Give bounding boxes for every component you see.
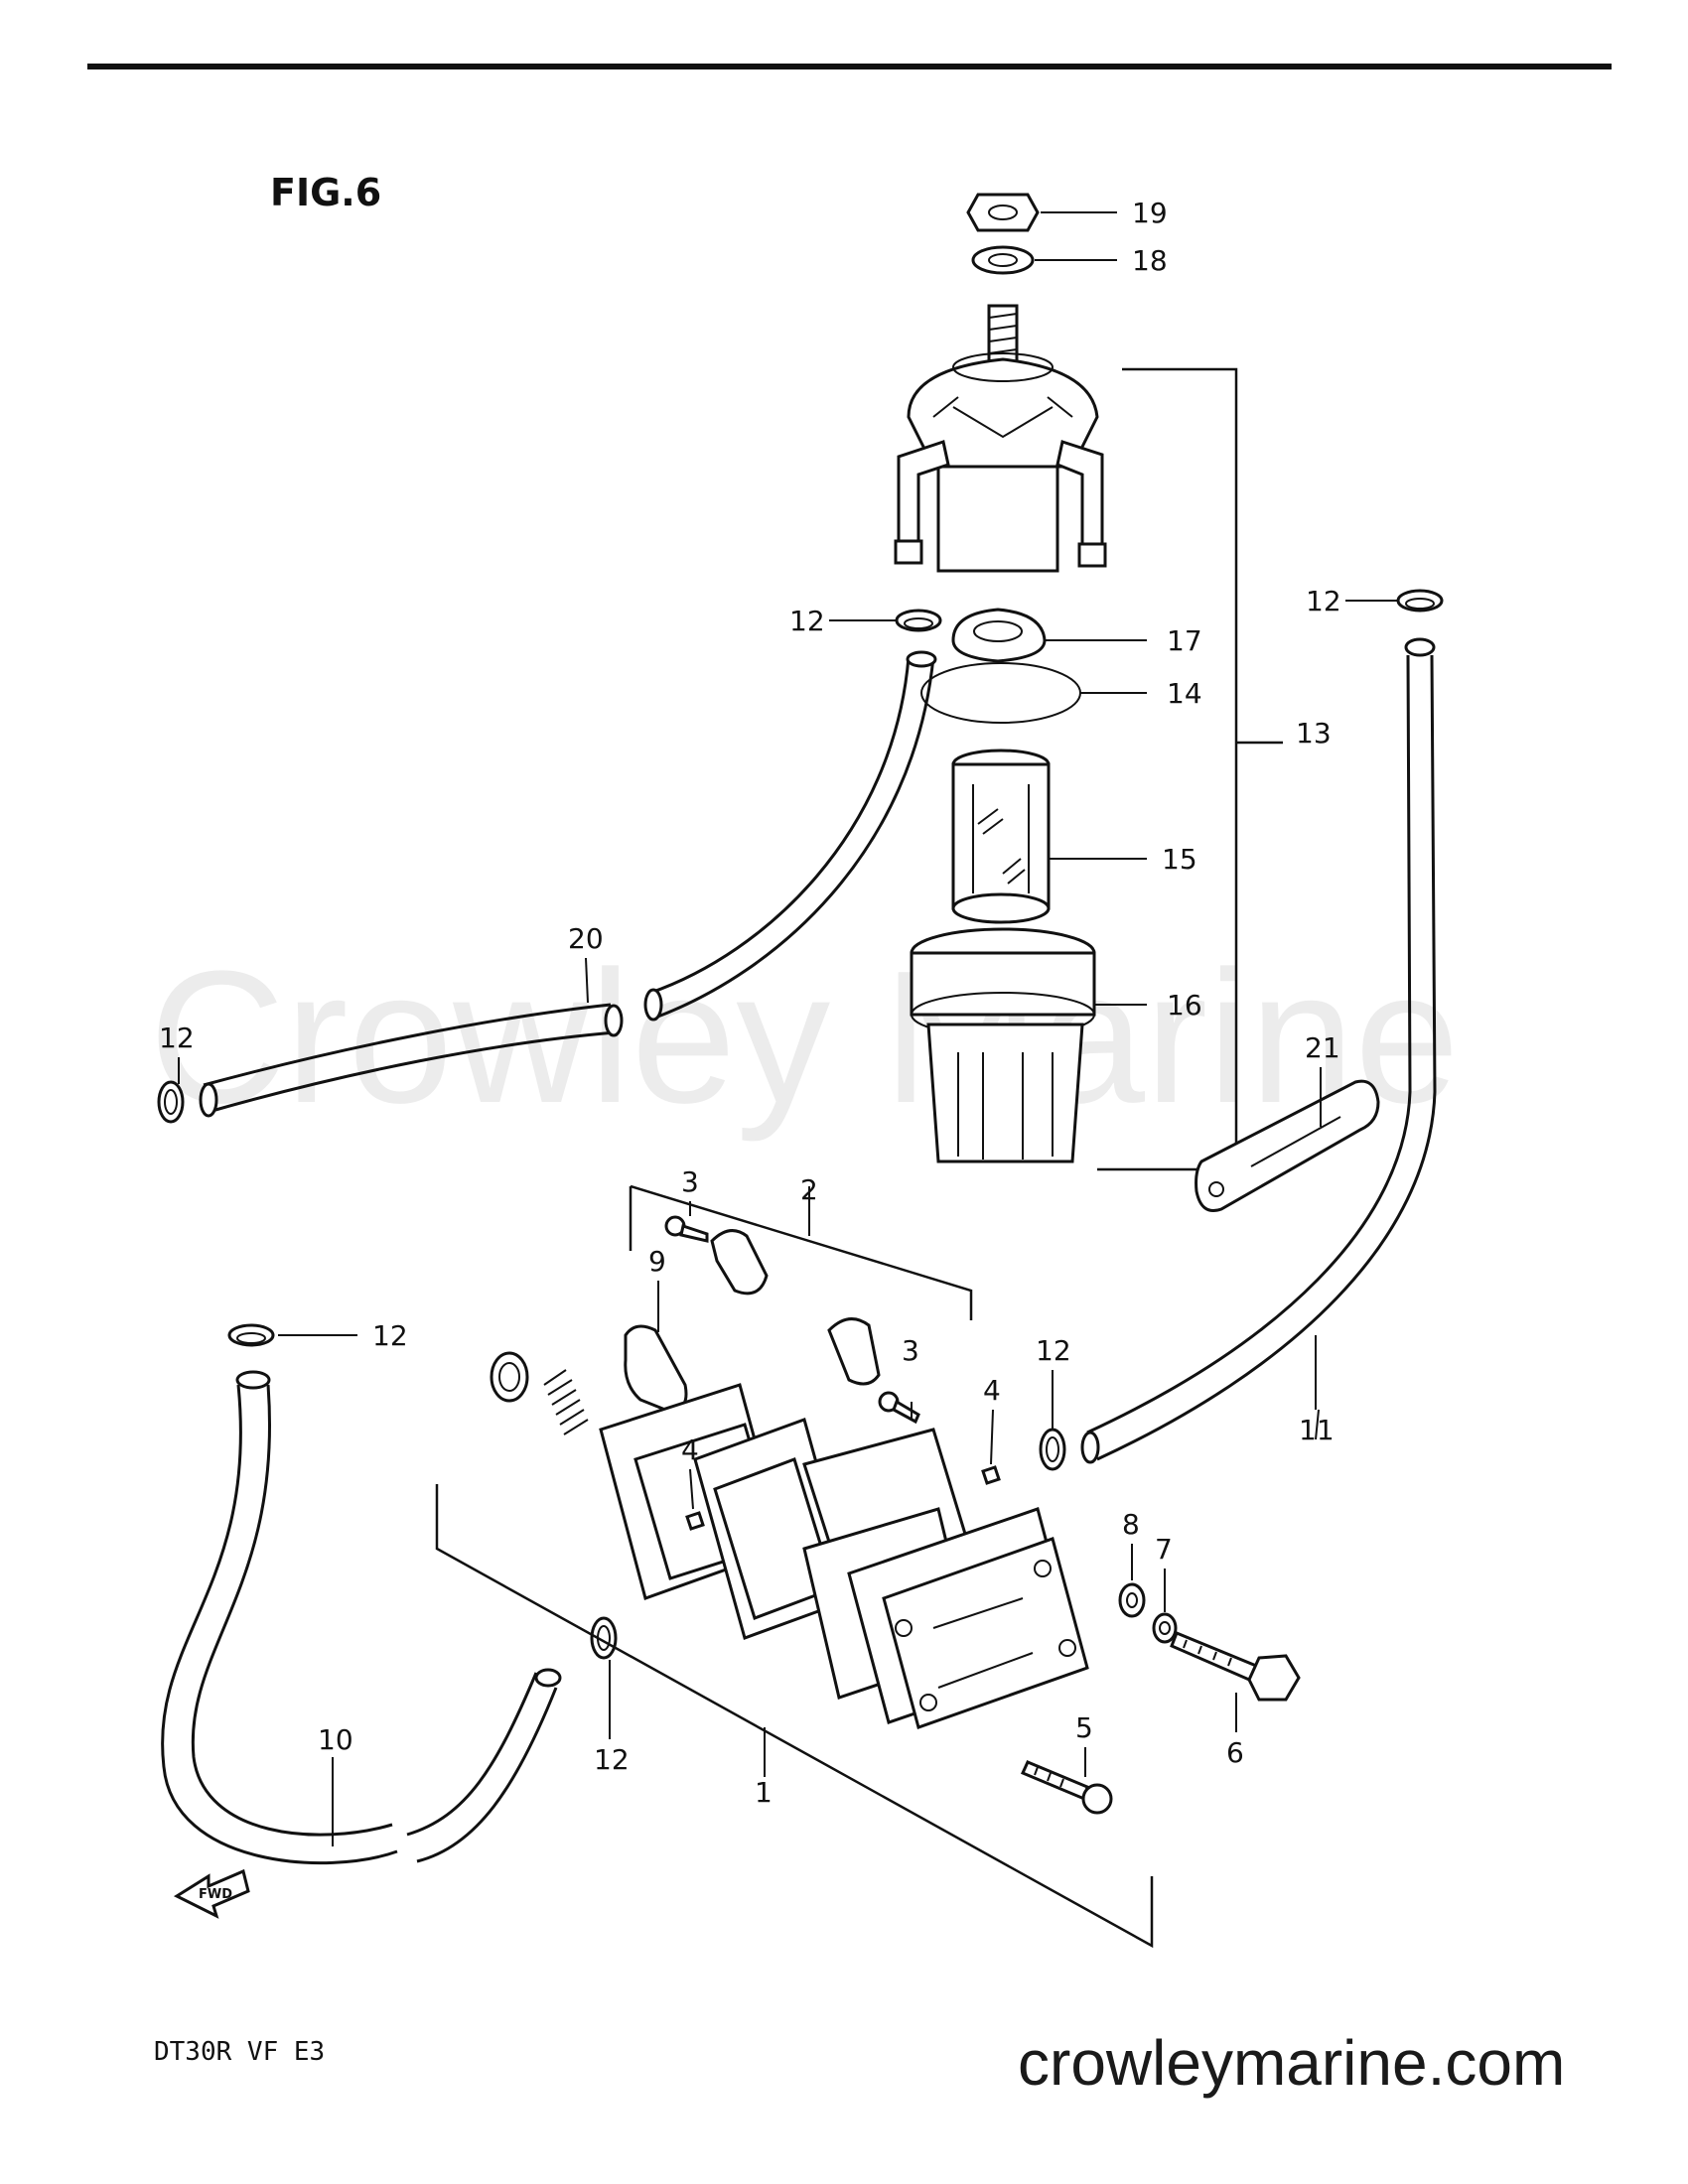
- o-ring: [920, 662, 1081, 724]
- hose-clamp: [590, 1616, 618, 1660]
- callout-12: 12: [1036, 1334, 1071, 1367]
- callout-18: 18: [1132, 244, 1168, 277]
- fwd-label: FWD: [199, 1887, 232, 1902]
- fuel-hose: [199, 650, 937, 1118]
- model-code: DT30R VF E3: [154, 2037, 325, 2067]
- gasket: [624, 1324, 688, 1414]
- check-valve: [710, 1229, 769, 1296]
- callout-21: 21: [1305, 1031, 1340, 1064]
- callout-5: 5: [1075, 1711, 1093, 1744]
- callout-3: 3: [902, 1334, 919, 1367]
- fuel-filter-assembly: [894, 193, 1283, 1171]
- callout-1: 1: [755, 1776, 773, 1809]
- callout-3: 3: [681, 1165, 699, 1198]
- callout-13: 13: [1296, 717, 1332, 750]
- callout-20: 20: [568, 922, 604, 955]
- screw: [1020, 1760, 1113, 1815]
- callout-12: 12: [372, 1319, 408, 1352]
- spring: [543, 1369, 589, 1435]
- hose-clamp: [1396, 589, 1444, 613]
- header-rule: [87, 64, 1612, 69]
- hose-clamp: [157, 1080, 185, 1124]
- figure-label: FIG.6: [270, 171, 381, 214]
- fuel-hose: [1080, 637, 1437, 1464]
- filter-cup: [910, 927, 1096, 1163]
- callout-labels: 19 18 12 17 14 13 12 15 20 16 21 12 2 3 …: [159, 197, 1341, 1809]
- callout-7: 7: [1155, 1533, 1173, 1566]
- fuel-hose: [161, 1370, 562, 1864]
- nut: [981, 1465, 1001, 1485]
- callout-19: 19: [1132, 197, 1168, 229]
- hose-protector-sleeve: [1195, 1079, 1380, 1212]
- callout-10: 10: [318, 1723, 353, 1756]
- callout-8: 8: [1122, 1508, 1140, 1541]
- callout-17: 17: [1167, 624, 1202, 657]
- watermark-text: Crowley Marine: [149, 932, 1460, 1143]
- callout-6: 6: [1226, 1736, 1244, 1769]
- callout-9: 9: [648, 1245, 666, 1278]
- callout-16: 16: [1167, 989, 1202, 1022]
- callout-2: 2: [800, 1173, 818, 1206]
- hose-clamp: [895, 609, 942, 632]
- callout-11: 11: [1299, 1414, 1335, 1446]
- forward-direction-arrow: FWD: [173, 1868, 250, 1919]
- website-link[interactable]: crowleymarine.com: [1018, 2027, 1565, 2099]
- kit-bracket: [629, 1184, 973, 1320]
- callout-4: 4: [681, 1433, 699, 1466]
- washer: [1152, 1612, 1178, 1644]
- filter-element: [951, 749, 1051, 924]
- callout-14: 14: [1167, 677, 1202, 710]
- washer: [1118, 1582, 1146, 1618]
- leader-lines: [178, 211, 1398, 1846]
- seal-ring: [490, 1351, 529, 1403]
- callout-4: 4: [983, 1374, 1001, 1407]
- callout-12: 12: [159, 1022, 195, 1054]
- hose-clamp: [227, 1323, 275, 1347]
- screw: [878, 1391, 920, 1425]
- screw: [664, 1215, 709, 1243]
- nut: [966, 193, 1040, 232]
- fuel-pump-assembly: [435, 1184, 1301, 1949]
- washer: [971, 245, 1035, 275]
- callout-12: 12: [594, 1743, 630, 1776]
- hose-clamp: [1039, 1428, 1066, 1471]
- nut: [685, 1511, 705, 1531]
- kit-bracket: [435, 1484, 1154, 1949]
- callout-12: 12: [1306, 585, 1341, 617]
- check-valve: [827, 1317, 881, 1386]
- bolt: [1170, 1631, 1301, 1702]
- filter-head: [894, 352, 1107, 573]
- callout-12: 12: [789, 605, 825, 637]
- callout-15: 15: [1162, 843, 1197, 876]
- assembly-bracket: [1097, 367, 1238, 1171]
- filter-seal: [951, 608, 1047, 663]
